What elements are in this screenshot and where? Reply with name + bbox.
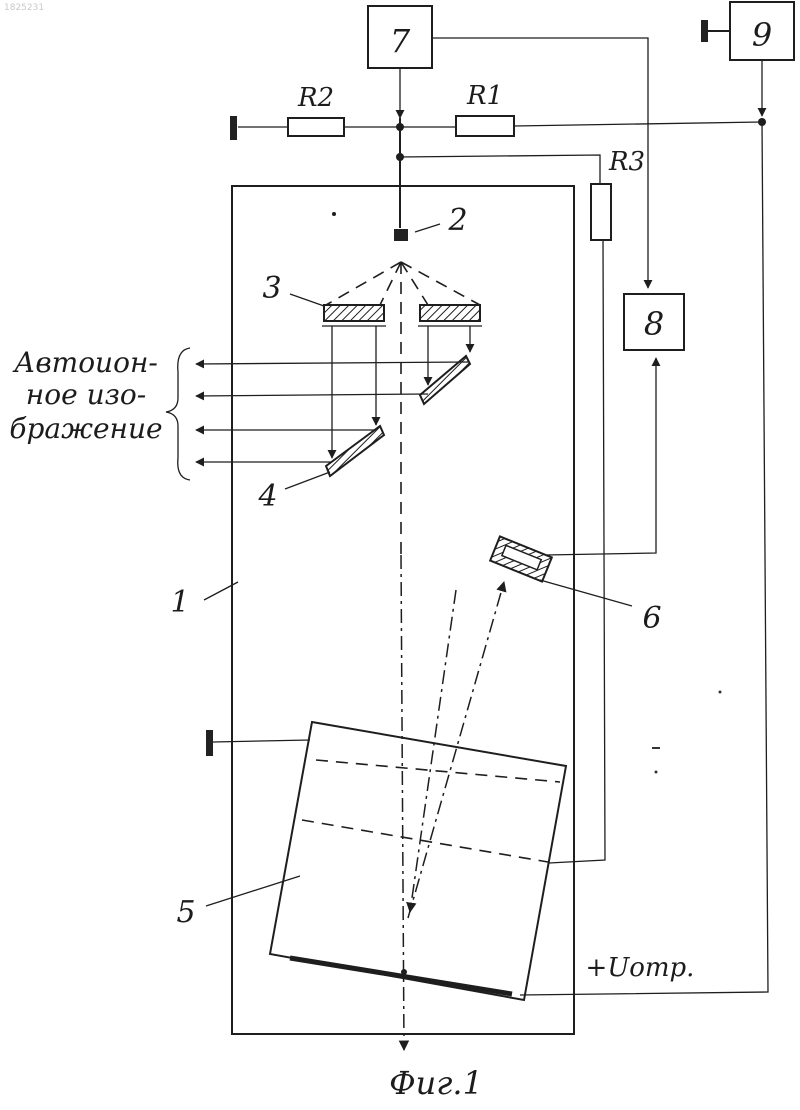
voltage-label: +Uотр. bbox=[586, 953, 695, 983]
ion-fan-2 bbox=[380, 262, 401, 305]
mcp-left bbox=[324, 305, 384, 321]
speck-1 bbox=[719, 691, 722, 694]
detector-6 bbox=[490, 536, 552, 581]
needle-tip bbox=[394, 229, 408, 241]
grid-upper bbox=[316, 760, 560, 782]
block-8-label: 8 bbox=[644, 305, 664, 343]
ground-symbol-sample bbox=[206, 730, 213, 756]
resistor-r3-label: R3 bbox=[608, 147, 645, 177]
callout-5: 5 bbox=[176, 895, 195, 930]
block-9-label: 9 bbox=[752, 16, 772, 54]
leader-4 bbox=[285, 472, 330, 489]
resistor-r2 bbox=[288, 118, 344, 136]
ground-symbol-r2 bbox=[230, 116, 237, 140]
callout-3: 3 bbox=[262, 271, 281, 306]
ion-fan-4 bbox=[401, 262, 480, 305]
watermark-number: 1825231 bbox=[4, 3, 44, 13]
callout-6: 6 bbox=[642, 601, 661, 636]
resistor-r1-label: R1 bbox=[466, 81, 503, 111]
figure-caption: Фиг.1 bbox=[389, 1064, 483, 1102]
leader-5 bbox=[206, 876, 300, 906]
mirror-lower bbox=[326, 426, 384, 476]
image-label-line-2: ное изо- bbox=[26, 378, 146, 411]
ground-symbol-9 bbox=[701, 20, 708, 42]
mcp-right bbox=[420, 305, 480, 321]
grid-lower bbox=[302, 820, 548, 862]
wire-r3-to-grid bbox=[549, 240, 605, 863]
wire-9-to-screen bbox=[520, 122, 768, 995]
image-ray-2 bbox=[196, 394, 428, 396]
image-brace bbox=[166, 348, 190, 480]
resistor-r1 bbox=[456, 116, 514, 136]
leader-6 bbox=[540, 580, 632, 606]
image-label-line-1: Автоион- bbox=[12, 346, 158, 379]
leader-3 bbox=[290, 294, 324, 306]
wire-to-r3 bbox=[400, 155, 600, 184]
sample-ground-wire bbox=[213, 740, 310, 742]
incident-ray bbox=[410, 590, 456, 912]
wire-6-to-8 bbox=[545, 358, 656, 555]
dust-dot bbox=[332, 212, 336, 216]
callout-1: 1 bbox=[170, 585, 189, 620]
reflected-ray-to-6 bbox=[408, 582, 504, 918]
callout-4: 4 bbox=[257, 479, 277, 514]
ion-fan-3 bbox=[401, 262, 428, 305]
node-upper bbox=[396, 123, 404, 131]
block-7-label: 7 bbox=[390, 22, 411, 60]
resistor-r2-label: R2 bbox=[297, 83, 334, 113]
resistor-r3 bbox=[591, 184, 611, 240]
callout-2: 2 bbox=[447, 203, 467, 238]
leader-2 bbox=[415, 224, 440, 232]
speck-3 bbox=[655, 771, 658, 774]
image-label-line-3: бражение bbox=[9, 412, 162, 445]
rail-right bbox=[514, 122, 762, 126]
screen-layer bbox=[290, 958, 512, 994]
screen-node bbox=[401, 969, 407, 975]
